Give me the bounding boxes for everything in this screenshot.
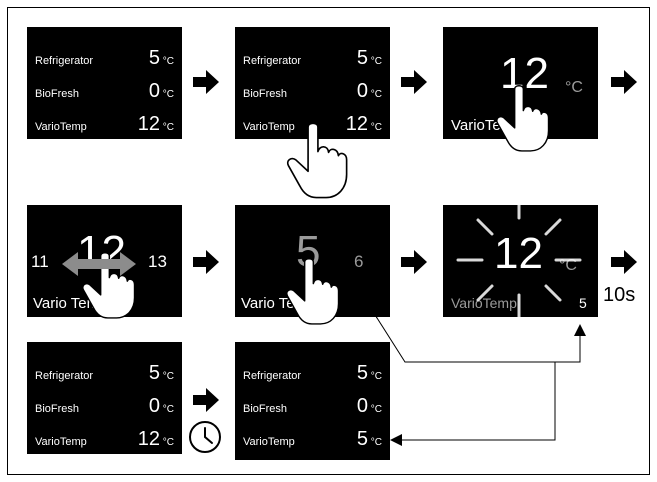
unit-label: °C — [370, 122, 382, 133]
right-arrow-icon — [401, 70, 427, 94]
unit-label: °C — [162, 89, 174, 100]
zone-label-refrigerator: Refrigerator — [35, 370, 94, 382]
prev-value: 11 — [31, 252, 49, 271]
refrigerator-value: 5 — [356, 47, 368, 69]
display-panel-variotemp-selected: 12 °C VarioTe — [443, 27, 598, 139]
unit-label: °C — [370, 89, 382, 100]
diagram-frame — [7, 7, 650, 475]
right-arrow-icon — [193, 388, 219, 412]
hand-pointer-icon — [496, 85, 550, 152]
zone-label-variotemp: VarioTe — [451, 117, 501, 134]
biofresh-value: 0 — [148, 80, 160, 102]
clock-icon — [189, 421, 221, 453]
unit-label: °C — [370, 437, 382, 448]
swipe-arrows-icon — [62, 252, 136, 276]
confirm-value: 12 — [494, 229, 543, 278]
biofresh-value: 0 — [148, 395, 160, 417]
zone-label-variotemp: VarioTemp — [243, 121, 295, 133]
zone-label-variotemp: VarioTemp — [35, 121, 87, 133]
connector-arrowhead — [366, 300, 377, 319]
next-value: 6 — [354, 252, 364, 271]
hand-pointer-icon — [286, 122, 348, 199]
refrigerator-value: 5 — [148, 362, 160, 384]
zone-label-variotemp: VarioTemp — [451, 295, 517, 311]
timer-label: 10s — [603, 284, 636, 306]
refrigerator-value: 5 — [356, 362, 368, 384]
unit-label: °C — [565, 79, 583, 96]
right-arrow-icon — [193, 250, 219, 274]
zone-label-vario-temp: Vario Te — [241, 295, 295, 312]
unit-label: °C — [370, 371, 382, 382]
zone-label-biofresh: BioFresh — [35, 403, 80, 415]
next-value: 13 — [148, 252, 167, 271]
zone-label-biofresh: BioFresh — [35, 88, 80, 100]
biofresh-value: 0 — [356, 80, 368, 102]
unit-label: °C — [370, 56, 382, 67]
right-arrow-icon — [611, 70, 637, 94]
zone-label-biofresh: BioFresh — [243, 403, 288, 415]
zone-label-biofresh: BioFresh — [243, 88, 288, 100]
unit-label: °C — [370, 404, 382, 415]
zone-label-refrigerator: Refrigerator — [243, 55, 302, 67]
connector-line — [336, 264, 581, 441]
zone-label-refrigerator: Refrigerator — [243, 370, 302, 382]
variotemp-large-value: 12 — [500, 49, 549, 98]
right-arrow-icon — [193, 70, 219, 94]
zone-label-variotemp: VarioTemp — [35, 436, 87, 448]
variotemp-value: 12 — [137, 428, 160, 450]
right-arrow-icon — [401, 250, 427, 274]
variotemp-value: 5 — [356, 428, 368, 450]
small-value: 5 — [579, 295, 587, 311]
right-arrow-icon — [611, 250, 637, 274]
unit-label: °C — [162, 56, 174, 67]
unit-label: °C — [162, 122, 174, 133]
unit-label: °C — [162, 371, 174, 382]
zone-label-refrigerator: Refrigerator — [35, 55, 94, 67]
hand-pointer-icon — [286, 258, 340, 325]
variotemp-value: 12 — [137, 113, 160, 135]
unit-label: °C — [162, 404, 174, 415]
biofresh-value: 0 — [356, 395, 368, 417]
refrigerator-value: 5 — [148, 47, 160, 69]
connector-arrowhead — [390, 434, 402, 446]
zone-label-variotemp: VarioTemp — [243, 436, 295, 448]
variotemp-value: 12 — [345, 113, 368, 135]
unit-label: °C — [162, 437, 174, 448]
flash-rays-icon — [456, 191, 582, 320]
connector-arrowhead — [574, 324, 586, 336]
